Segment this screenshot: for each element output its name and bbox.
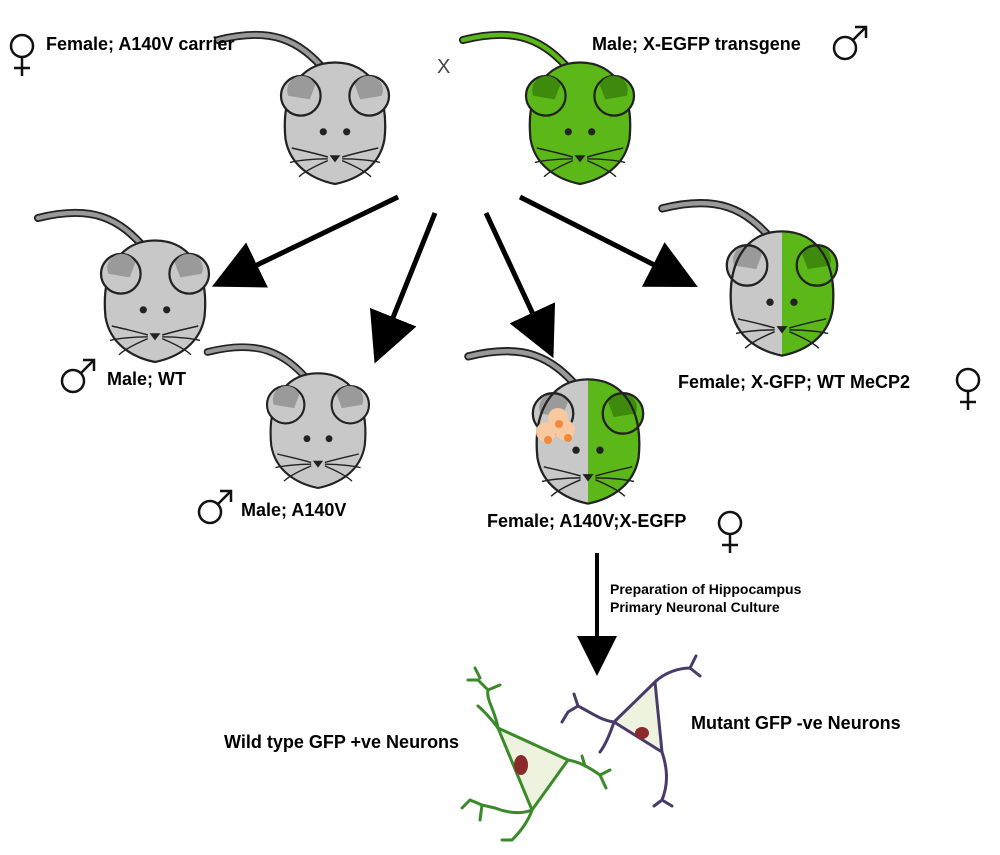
male-wt-label: Male; WT	[107, 369, 186, 389]
wild-type-neurons-label: Wild type GFP +ve Neurons	[224, 732, 459, 752]
mutant-neuron-icon	[560, 654, 702, 808]
mutant-nucleus	[635, 727, 649, 739]
male-a140v-label: Male; A140V	[241, 500, 346, 520]
female-gfp-wt-label: Female; X-GFP; WT MeCP2	[678, 372, 910, 392]
wild-type-neuron-icon	[460, 666, 612, 842]
female-gfp-wt-mouse	[662, 203, 837, 356]
female-parent-label: Female; A140V carrier	[46, 34, 234, 54]
female-symbol-icon	[717, 510, 743, 555]
male-symbol-icon	[60, 358, 96, 394]
female-a140v-egfp-label: Female; A140V;X-EGFP	[487, 511, 686, 531]
male-parent-label: Male; X-EGFP transgene	[592, 34, 801, 54]
offspring-arrows	[211, 194, 698, 364]
arrow-to-female-gfp-wt	[518, 194, 698, 288]
arrow-to-female-a140v-egfp	[483, 211, 556, 359]
male-parent-mouse	[463, 35, 634, 184]
step-label-line1: Preparation of Hippocampus	[610, 581, 802, 597]
male-symbol-icon	[832, 25, 868, 61]
arrow-to-male-a140v	[369, 212, 438, 364]
female-parent-mouse	[218, 35, 389, 184]
male-symbol-icon	[197, 489, 233, 525]
step-label-line2: Primary Neuronal Culture	[610, 599, 780, 615]
cross-symbol: X	[437, 56, 450, 78]
female-symbol-icon	[955, 367, 981, 412]
male-wt-mouse	[38, 213, 209, 362]
mutant-neurons-label: Mutant GFP -ve Neurons	[691, 713, 901, 733]
arrow-to-male-wt	[211, 194, 400, 288]
male-a140v-mouse	[208, 347, 370, 488]
female-symbol-icon	[9, 33, 35, 78]
wild-type-nucleus	[514, 755, 528, 775]
orange-cells-icon	[536, 408, 575, 444]
